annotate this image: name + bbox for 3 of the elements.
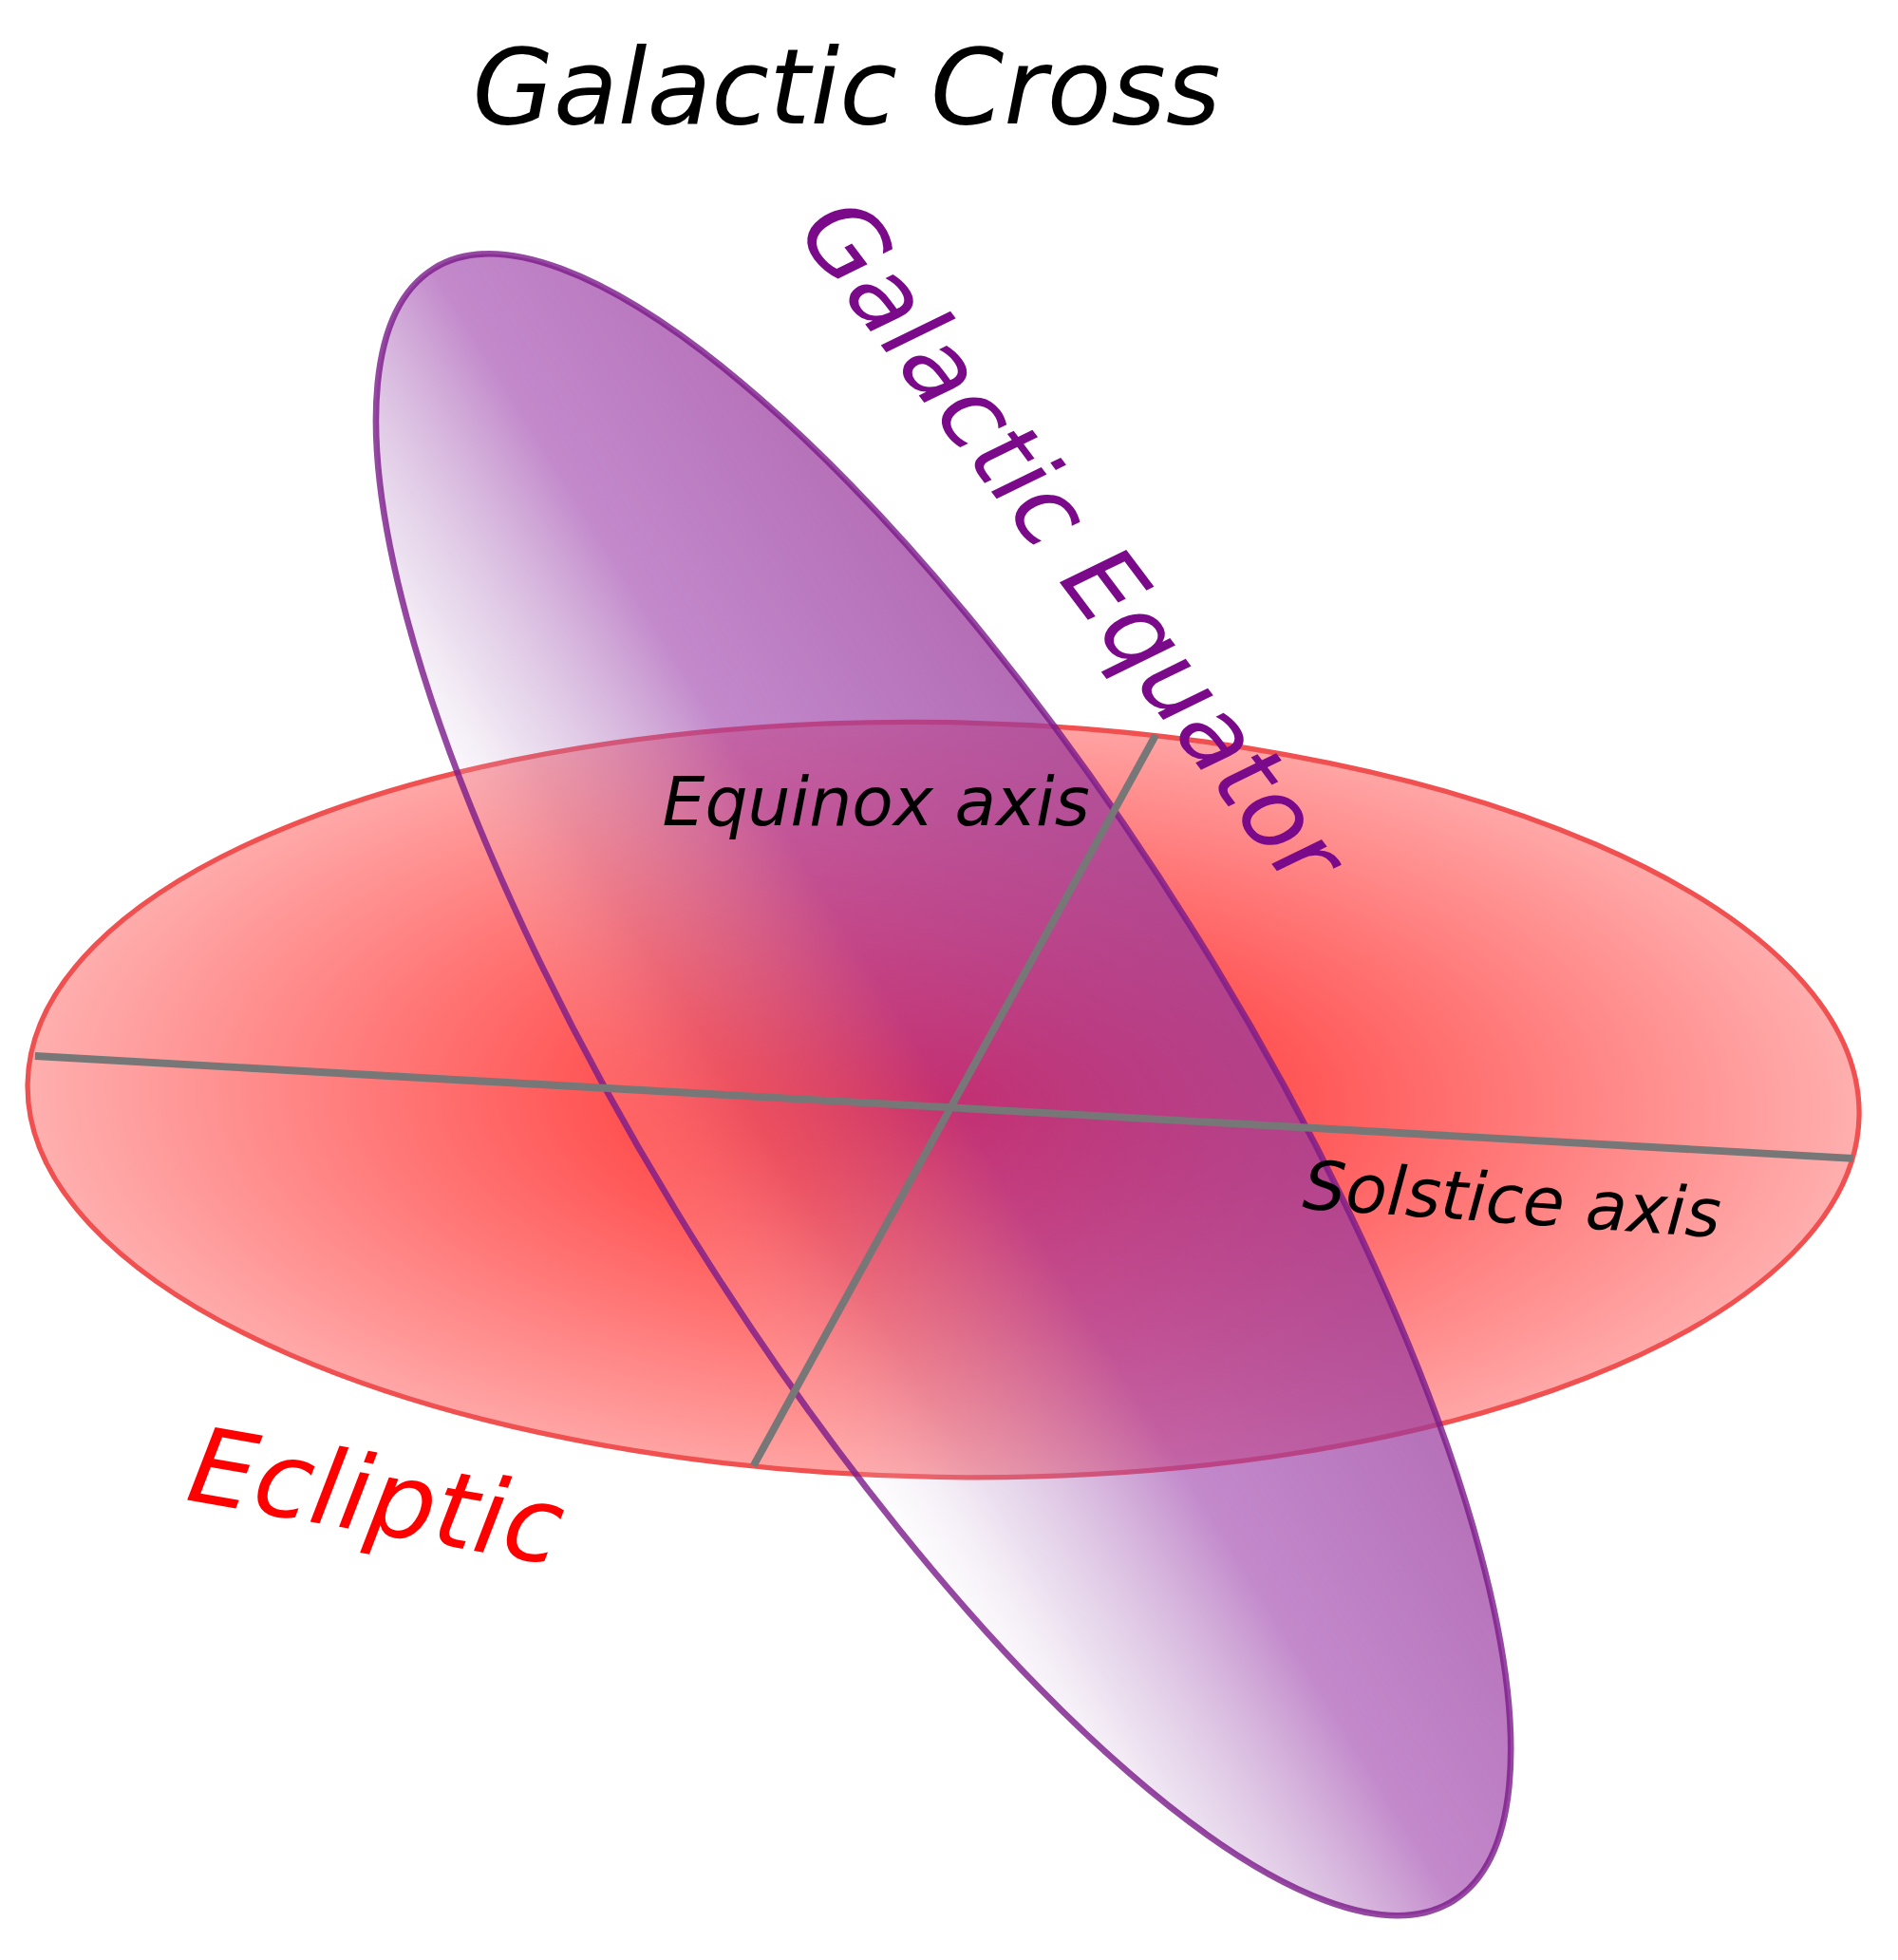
plane-label: Ecliptic — [181, 1412, 572, 1581]
axis-label: Solstice axis — [1301, 1152, 1723, 1249]
diagram-title: Galactic Cross — [472, 34, 1221, 141]
